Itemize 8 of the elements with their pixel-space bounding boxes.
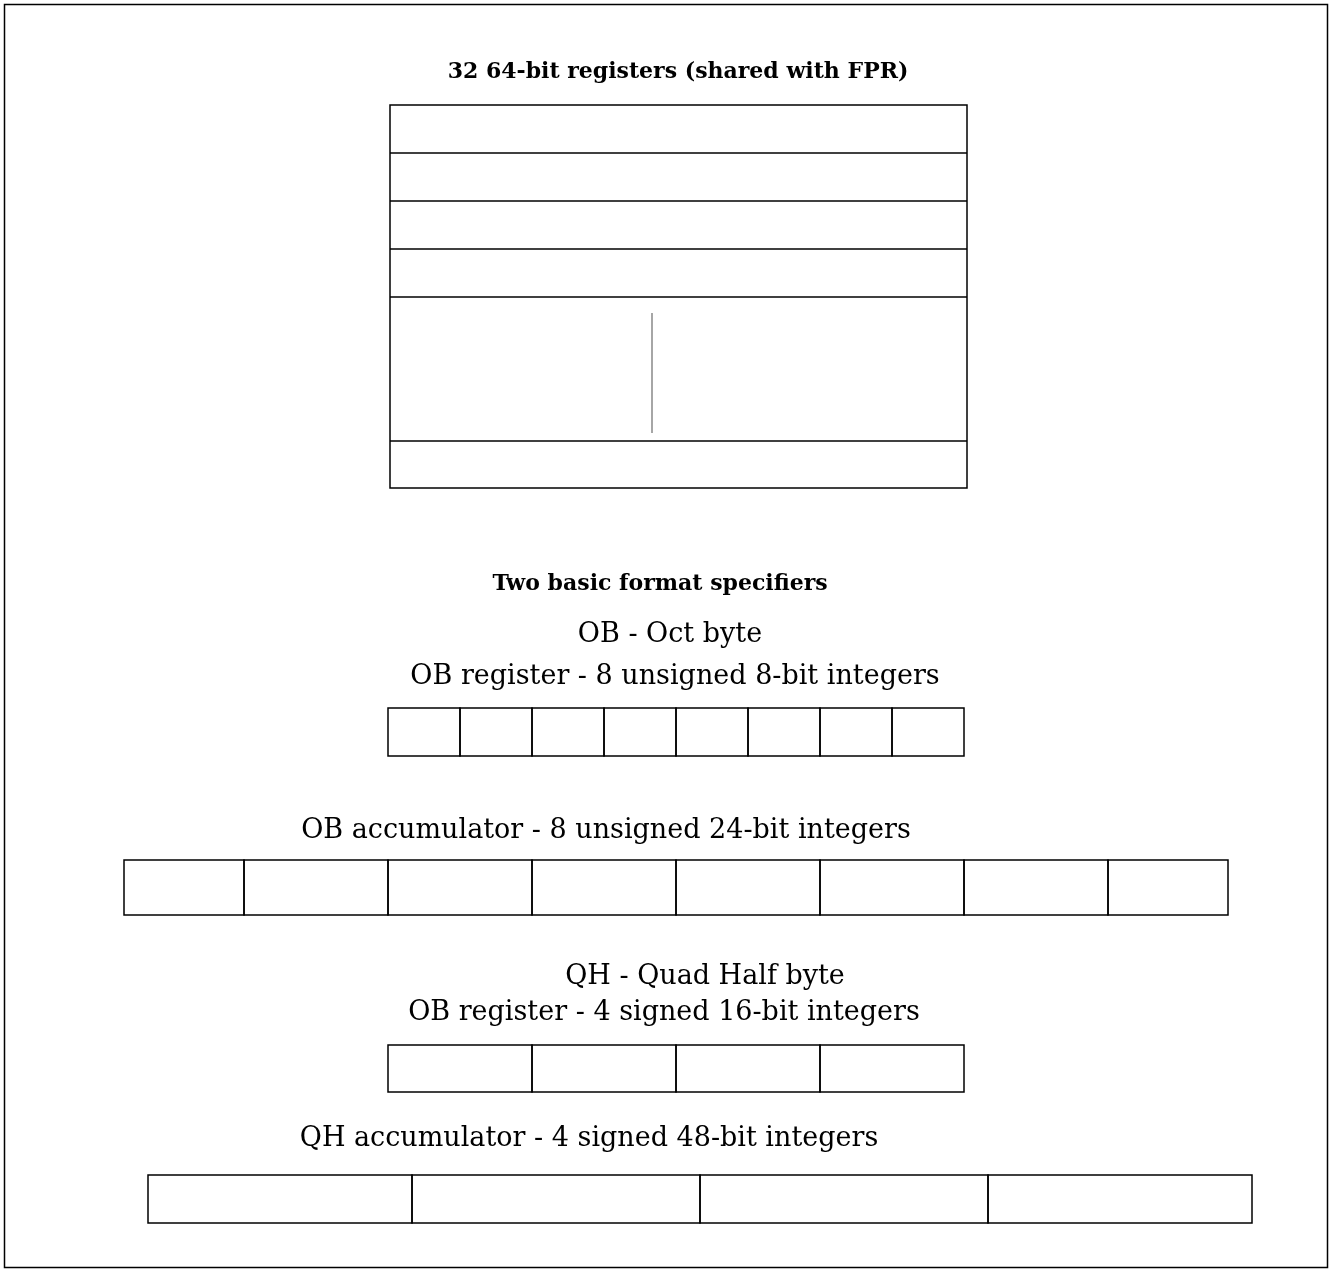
format-title: OB - Oct byte (577, 618, 763, 648)
heading: 32 64-bit registers (shared with FPR) (447, 58, 909, 83)
heading: Two basic format specifiers (492, 570, 828, 595)
register-caption: QH accumulator - 4 signed 48-bit integers (299, 1122, 879, 1152)
format-title: QH - Quad Half byte (565, 960, 845, 990)
register-caption: OB register - 4 signed 16-bit integers (408, 996, 920, 1026)
register-caption: OB register - 8 unsigned 8-bit integers (410, 660, 940, 690)
register-caption: OB accumulator - 8 unsigned 24-bit integers (301, 814, 911, 844)
